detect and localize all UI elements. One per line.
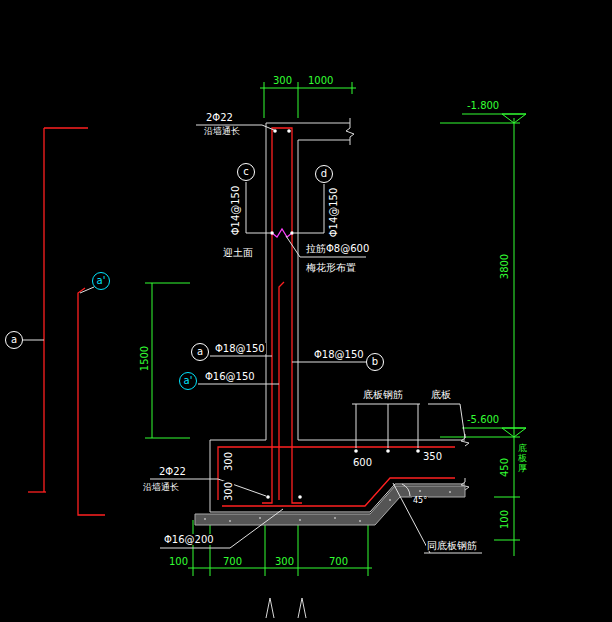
drawing-label: 700	[328, 556, 349, 567]
drawing-label: 底板钢筋	[362, 389, 404, 400]
drawing-label: -5.600	[466, 414, 500, 425]
callout-circle: a	[5, 331, 23, 349]
drawing-label: 300	[223, 480, 234, 501]
drawing-label: 迎土面	[222, 247, 254, 258]
callout-letter: a	[11, 335, 17, 345]
drawing-label: 100	[168, 556, 189, 567]
drawing-label: 350	[422, 451, 443, 462]
drawing-label: Φ16@200	[163, 534, 215, 545]
drawing-label: Φ16@150	[204, 371, 256, 382]
drawing-label: Φ14@150	[328, 186, 339, 238]
callout-circle: a	[191, 343, 209, 361]
callout-circle: d	[315, 165, 333, 183]
drawing-label: Φ18@150	[313, 349, 365, 360]
drawing-label: 300	[274, 556, 295, 567]
drawing-label: Φ14@150	[230, 184, 241, 236]
drawing-label: 2Φ22	[205, 112, 234, 123]
callout-circle: b	[366, 353, 384, 371]
drawing-label: 450	[499, 456, 510, 477]
drawing-label: 2Φ22	[158, 466, 187, 477]
drawing-label: 1000	[307, 75, 334, 86]
drawing-label: 45°	[412, 497, 428, 506]
drawing-label: 300	[272, 75, 293, 86]
drawing-label: 沿墙通长	[142, 483, 180, 493]
drawing-label: 同底板钢筋	[426, 540, 478, 551]
drawing-label: -1.800	[466, 100, 500, 111]
callout-letter: a'	[97, 276, 106, 286]
drawing-label: 3800	[499, 252, 510, 279]
drawing-label: 100	[499, 508, 510, 529]
callout-circle: a'	[92, 272, 110, 290]
drawing-label: 沿墙通长	[203, 127, 241, 137]
drawing-label: 底板	[430, 389, 452, 400]
callout-letter: a'	[184, 376, 193, 386]
callout-letter: b	[372, 357, 378, 367]
callout-circle: a'	[179, 372, 197, 390]
drawing-label: 拉筋Φ8@600	[305, 243, 370, 254]
drawing-label: 600	[352, 457, 373, 468]
callout-letter: a	[197, 347, 203, 357]
drawing-label: 梅花形布置	[305, 262, 357, 273]
drawing-label: 1500	[139, 344, 150, 371]
drawing-label: 底板厚	[518, 444, 527, 474]
callout-letter: c	[243, 167, 249, 177]
drawing-label: Φ18@150	[214, 343, 266, 354]
callout-circle: c	[237, 163, 255, 181]
callout-letter: d	[321, 169, 327, 179]
drawing-label: 300	[223, 450, 234, 471]
drawing-label: 700	[222, 556, 243, 567]
